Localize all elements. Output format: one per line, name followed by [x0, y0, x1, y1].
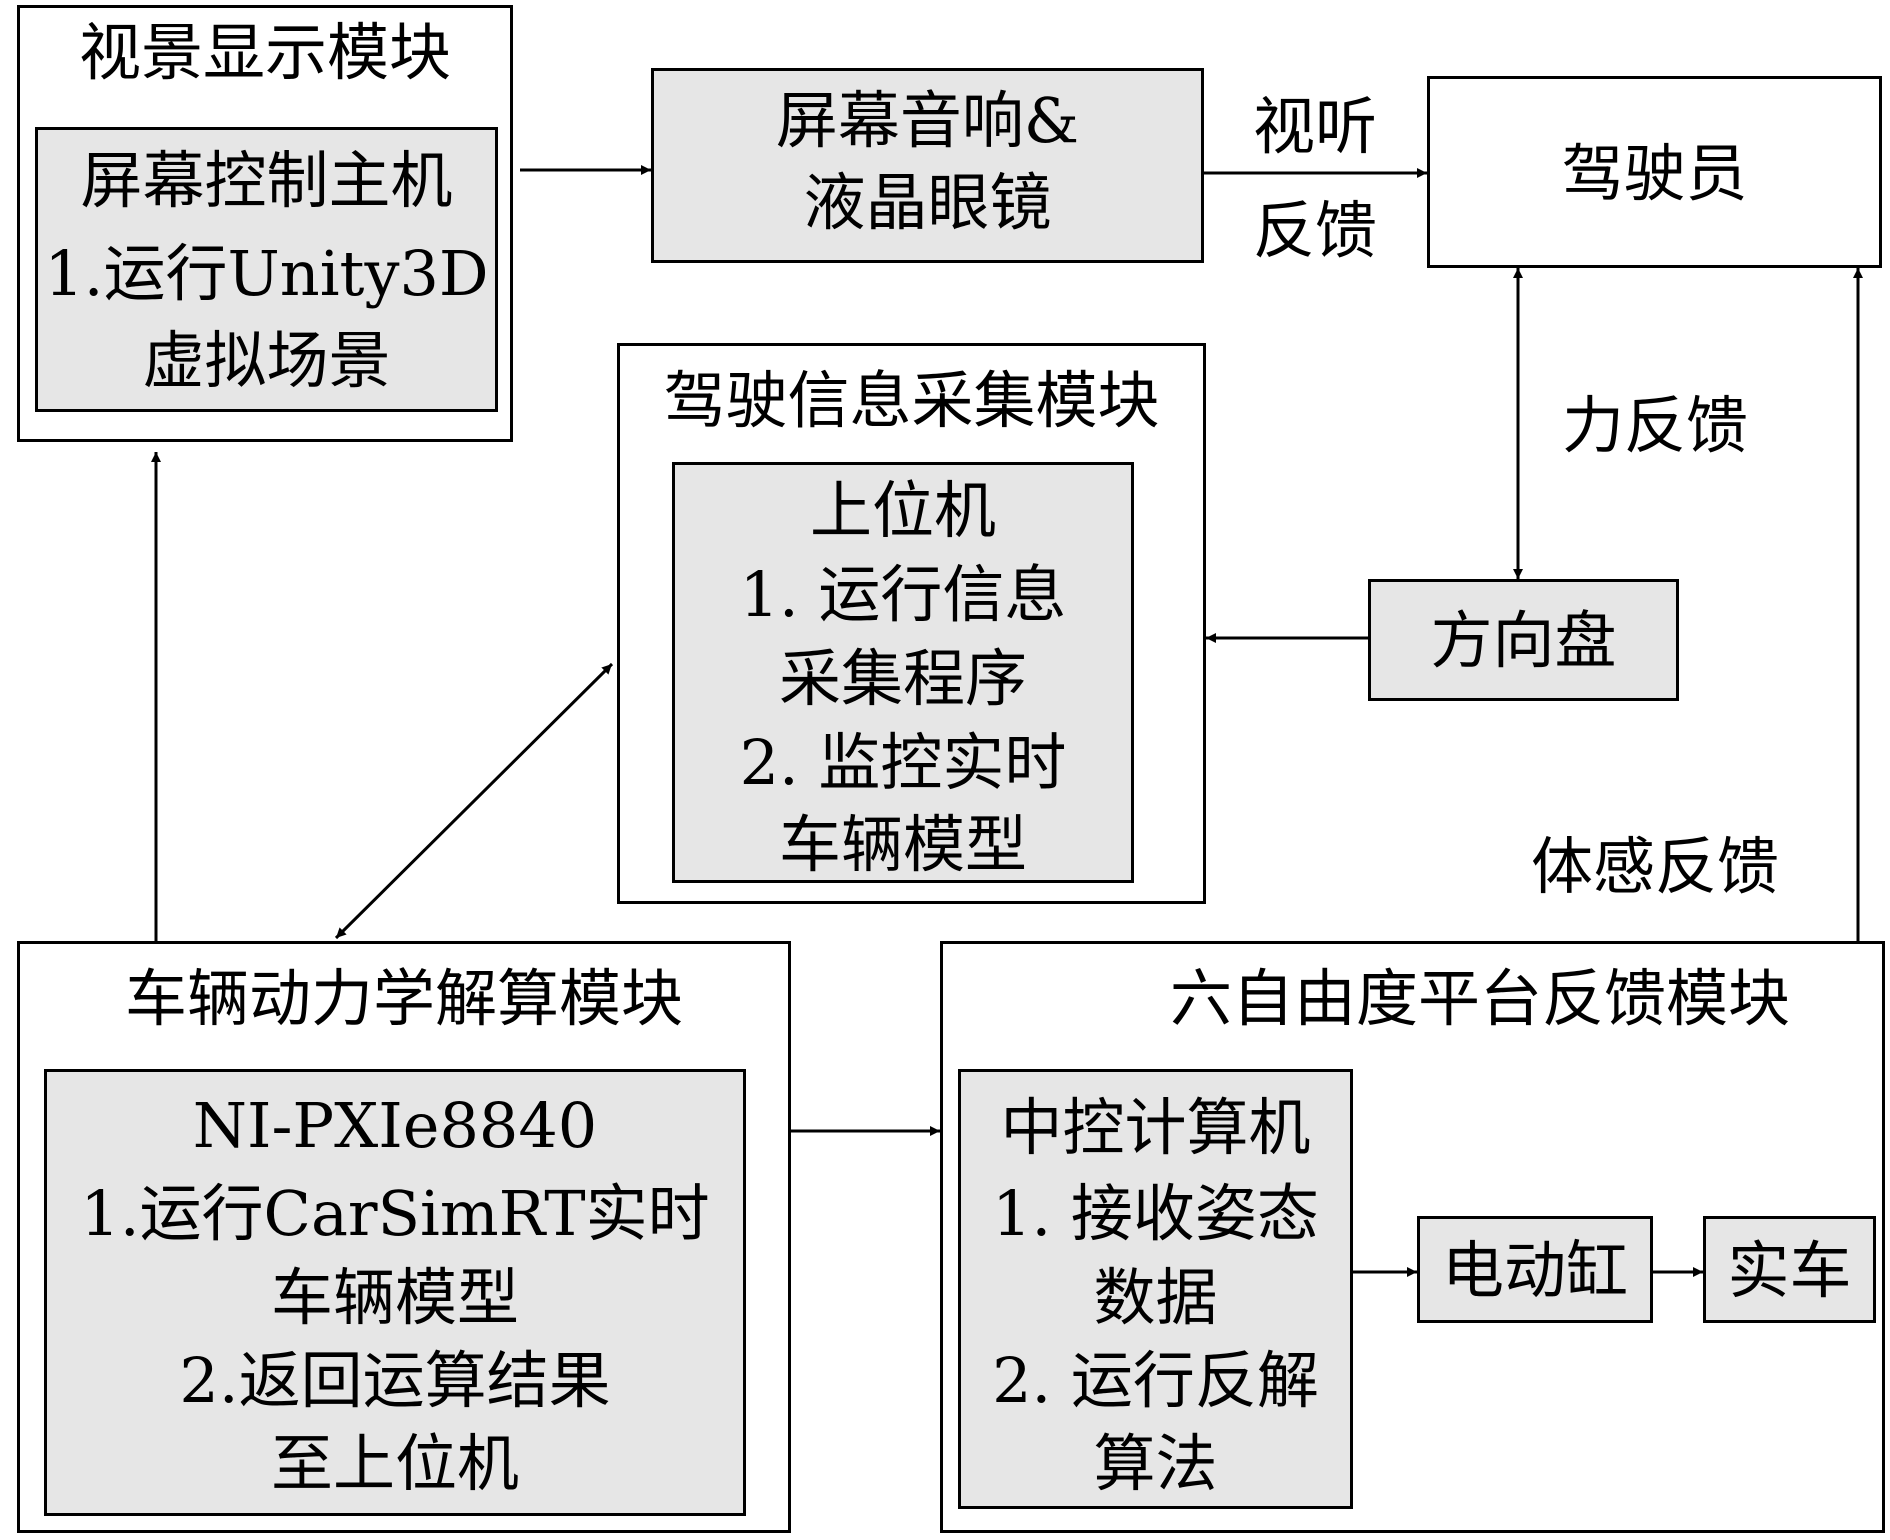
central-computer-line-4: 2. 运行反解 [992, 1344, 1319, 1417]
central-computer-line-3: 数据 [1093, 1261, 1218, 1334]
ni-pxie-line-4: 2.返回运算结果 [179, 1344, 611, 1417]
ni-pxie-line-3: 车辆模型 [270, 1261, 519, 1334]
screen-audio-line-1: 屏幕音响& [775, 84, 1080, 157]
electric-cylinder-label: 电动缸 [1441, 1234, 1628, 1307]
driver-box [1427, 76, 1882, 268]
six-dof-platform-module-title: 六自由度平台反馈模块 [1169, 962, 1790, 1035]
arrow-acquisition-dynamics [334, 662, 614, 940]
real-vehicle-box [1703, 1216, 1876, 1323]
ni-pxie-box [44, 1069, 746, 1516]
central-computer-line-5: 算法 [1093, 1427, 1218, 1500]
driver-label: 驾驶员 [1561, 137, 1748, 210]
screen-control-host-line-1: 屏幕控制主机 [80, 144, 453, 217]
real-vehicle-label: 实车 [1727, 1234, 1852, 1307]
steering-wheel-box [1368, 579, 1679, 701]
electric-cylinder-box [1417, 1216, 1653, 1323]
screen-control-host-line-3: 虚拟场景 [142, 324, 391, 397]
upper-computer-line-2: 1. 运行信息 [739, 558, 1067, 631]
upper-computer-line-1: 上位机 [809, 474, 996, 547]
upper-computer-line-4: 2. 监控实时 [739, 726, 1067, 799]
upper-computer-line-5: 车辆模型 [778, 808, 1027, 881]
screen-audio-glasses-box [651, 68, 1204, 263]
upper-computer-line-3: 采集程序 [778, 642, 1027, 715]
av-feedback-label-2: 反馈 [1252, 194, 1377, 267]
force-feedback-label: 力反馈 [1561, 389, 1748, 462]
central-computer-box [958, 1069, 1353, 1509]
ni-pxie-line-2: 1.运行CarSimRT实时 [80, 1177, 710, 1250]
ni-pxie-line-1: NI-PXIe8840 [192, 1089, 598, 1162]
upper-computer-box [672, 462, 1134, 883]
screen-audio-line-2: 液晶眼镜 [803, 166, 1052, 239]
steering-wheel-label: 方向盘 [1430, 604, 1617, 677]
av-feedback-label-1: 视听 [1252, 90, 1377, 163]
motion-feedback-label: 体感反馈 [1530, 830, 1779, 903]
screen-control-host-line-2: 1.运行Unity3D [44, 237, 489, 310]
central-computer-line-1: 中控计算机 [1000, 1091, 1311, 1164]
ni-pxie-line-5: 至上位机 [270, 1427, 519, 1500]
vehicle-dynamics-module-title: 车辆动力学解算模块 [124, 962, 683, 1035]
visual-display-module-title: 视景显示模块 [78, 16, 451, 89]
acquisition-module-title: 驾驶信息采集模块 [663, 364, 1160, 437]
central-computer-line-2: 1. 接收姿态 [992, 1177, 1319, 1250]
screen-control-host-box [35, 127, 498, 412]
